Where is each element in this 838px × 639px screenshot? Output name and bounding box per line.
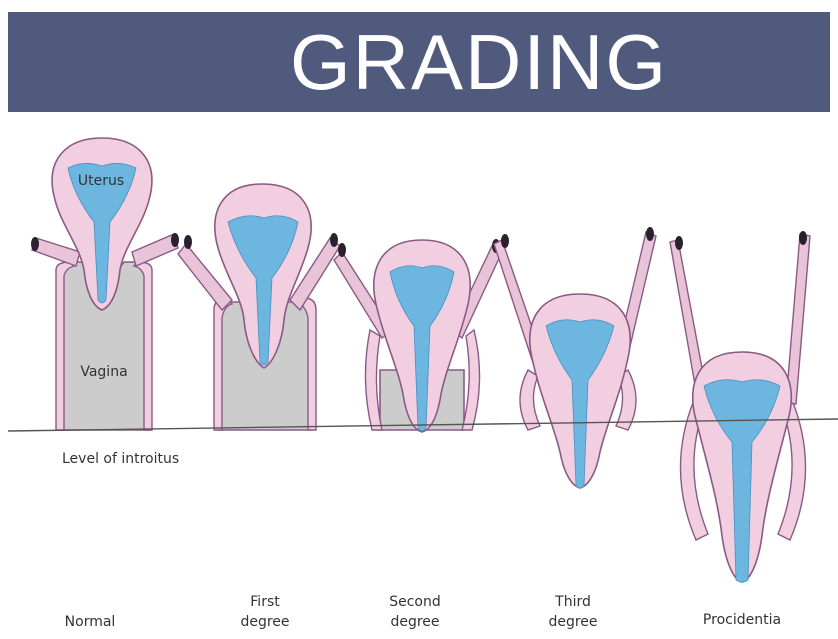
stage-label-procidentia: Procidentia: [703, 612, 781, 628]
stage-label-third-line2: degree: [548, 614, 597, 630]
ligament-tip-left-third: [501, 234, 509, 248]
stage-third-degree-illustration: [494, 227, 656, 488]
uterus-label: Uterus: [78, 173, 124, 189]
stage-label-first-line2: degree: [240, 614, 289, 630]
stage-label-third-line1: Third: [554, 594, 591, 610]
ligament-tip-left-normal: [31, 237, 39, 251]
ligament-right-procidentia: [786, 234, 810, 404]
ligament-tip-left-second: [338, 243, 346, 257]
stage-first-degree-illustration: [178, 184, 340, 430]
ligament-tip-left-first: [184, 235, 192, 249]
ligament-tip-right-normal: [171, 233, 179, 247]
stage-label-second-line2: degree: [390, 614, 439, 630]
ligament-tip-right-procidentia: [799, 231, 807, 245]
ligament-tip-right-first: [330, 233, 338, 247]
ligament-tip-right-third: [646, 227, 654, 241]
stage-label-normal: Normal: [65, 614, 116, 630]
stage-procidentia-illustration: [670, 231, 810, 582]
stage-second-degree-illustration: [334, 239, 502, 432]
vagina-label: Vagina: [80, 364, 127, 380]
ligament-tip-left-procidentia: [675, 236, 683, 250]
stage-label-second-line1: Second: [389, 594, 441, 610]
introitus-label: Level of introitus: [62, 451, 179, 467]
stage-label-first-line1: First: [250, 594, 280, 610]
